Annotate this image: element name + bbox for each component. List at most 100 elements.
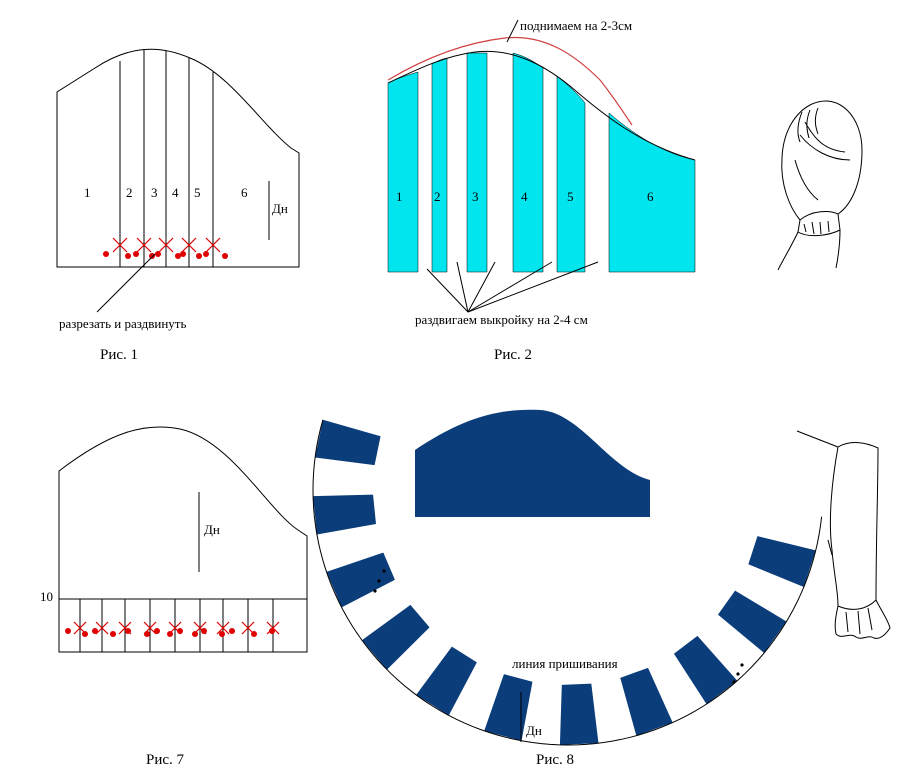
gather-dot (175, 253, 181, 259)
cut-cross-mark (112, 237, 128, 253)
gather-dot (177, 628, 183, 634)
gather-dot (65, 628, 71, 634)
gather-dot (196, 253, 202, 259)
fig8-sleeve-cap (415, 409, 650, 517)
fig2-num-3: 3 (472, 189, 479, 204)
gather-dot (92, 628, 98, 634)
arc-dot (740, 663, 744, 667)
fig8-dots (373, 569, 744, 684)
gather-dot (219, 631, 225, 637)
fan-strip (484, 674, 533, 741)
gather-dot (192, 631, 198, 637)
fig2-num-4: 4 (521, 189, 528, 204)
gather-dot (133, 251, 139, 257)
fan-outer-arc (312, 419, 823, 746)
fan-strip (361, 604, 430, 670)
gather-dot (149, 253, 155, 259)
fig8-fan-strips (312, 419, 823, 746)
cut-cross-mark (241, 621, 255, 635)
cut-cross-mark (181, 237, 197, 253)
ruffle-sleeve-sketch (796, 430, 891, 639)
fan-strip (620, 667, 673, 736)
fig1-pattern: Дн 1 2 3 4 5 6 разрезать и раздвинуть Ри… (56, 48, 300, 363)
fig2-pattern: поднимаем на 2-3см 1 2 3 4 5 6 раздвигае… (387, 18, 696, 363)
fig1-num-6: 6 (241, 185, 248, 200)
fig1-num-3: 3 (151, 185, 158, 200)
fig1-cut-lines (119, 50, 214, 267)
gather-dot (269, 628, 275, 634)
fig7-band-label: 10 (40, 589, 53, 604)
fan-strip (559, 683, 599, 745)
arc-dot (382, 569, 386, 573)
fig2-original-outline (387, 50, 696, 161)
fig2-strip-1 (387, 71, 419, 273)
gather-dot (251, 631, 257, 637)
arc-dot (732, 680, 736, 684)
fig1-num-1: 1 (84, 185, 91, 200)
fan-strip (326, 552, 395, 608)
cut-cross-mark (216, 621, 230, 635)
gather-dot (155, 251, 161, 257)
fig1-note-leader (96, 253, 156, 313)
gather-dot (201, 628, 207, 634)
arc-dot (377, 579, 381, 583)
fig7-pattern: Дн 10 Рис. 7 (40, 426, 308, 768)
gather-dot (103, 251, 109, 257)
gather-dot (154, 628, 160, 634)
fig2-strip-2 (431, 57, 448, 273)
fig8-note: линия пришивания (512, 656, 618, 671)
cut-cross-mark (73, 621, 87, 635)
fig2-strip-3 (466, 52, 488, 273)
fig1-outline (56, 48, 300, 268)
fig2-num-2: 2 (434, 189, 441, 204)
gather-dot (229, 628, 235, 634)
fig1-gather-marks (103, 237, 228, 259)
fig2-note-top: поднимаем на 2-3см (520, 18, 632, 33)
fan-strip (315, 419, 381, 466)
fig8-pattern: линия пришивания Дн Рис. 8 (312, 409, 823, 768)
fig2-num-5: 5 (567, 189, 574, 204)
fig1-num-5: 5 (194, 185, 201, 200)
fig2-raised-line (387, 36, 633, 126)
fig1-dn-label: Дн (272, 201, 288, 216)
fig8-dn-label: Дн (526, 723, 542, 738)
fan-strip (313, 494, 376, 535)
fan-strip (717, 590, 787, 653)
fig1-num-2: 2 (126, 185, 133, 200)
fig2-num-6: 6 (647, 189, 654, 204)
fan-strip (748, 536, 816, 588)
fan-strip (673, 635, 738, 705)
fig2-top-leader (506, 19, 519, 43)
gather-dot (203, 251, 209, 257)
gather-dot (180, 251, 186, 257)
cut-cross-mark (205, 237, 221, 253)
fig7-caption: Рис. 7 (146, 752, 185, 768)
arc-dot (373, 589, 377, 593)
fig7-outline (58, 426, 308, 653)
fig2-note-bottom: раздвигаем выкройку на 2-4 см (415, 312, 588, 327)
fig8-caption: Рис. 8 (536, 752, 574, 768)
cut-cross-mark (266, 621, 280, 635)
gather-dot (144, 631, 150, 637)
fan-strip (416, 646, 477, 716)
arc-dot (736, 672, 740, 676)
fig1-num-4: 4 (172, 185, 179, 200)
fig2-strips (387, 52, 696, 273)
gather-dot (167, 631, 173, 637)
puff-sleeve-sketch (777, 100, 863, 271)
gather-dot (82, 631, 88, 637)
fig7-gather-marks (65, 621, 280, 637)
gather-dot (125, 253, 131, 259)
gather-dot (125, 628, 131, 634)
fig7-band-dividers (79, 599, 274, 652)
cut-cross-mark (95, 621, 109, 635)
fig2-caption: Рис. 2 (494, 347, 532, 363)
cut-cross-mark (158, 237, 174, 253)
fig1-caption: Рис. 1 (100, 347, 138, 363)
fig2-spread-leaders (426, 261, 599, 313)
gather-dot (222, 253, 228, 259)
cut-cross-mark (136, 237, 152, 253)
fig2-strip-4 (512, 52, 544, 273)
cut-cross-mark (118, 621, 132, 635)
